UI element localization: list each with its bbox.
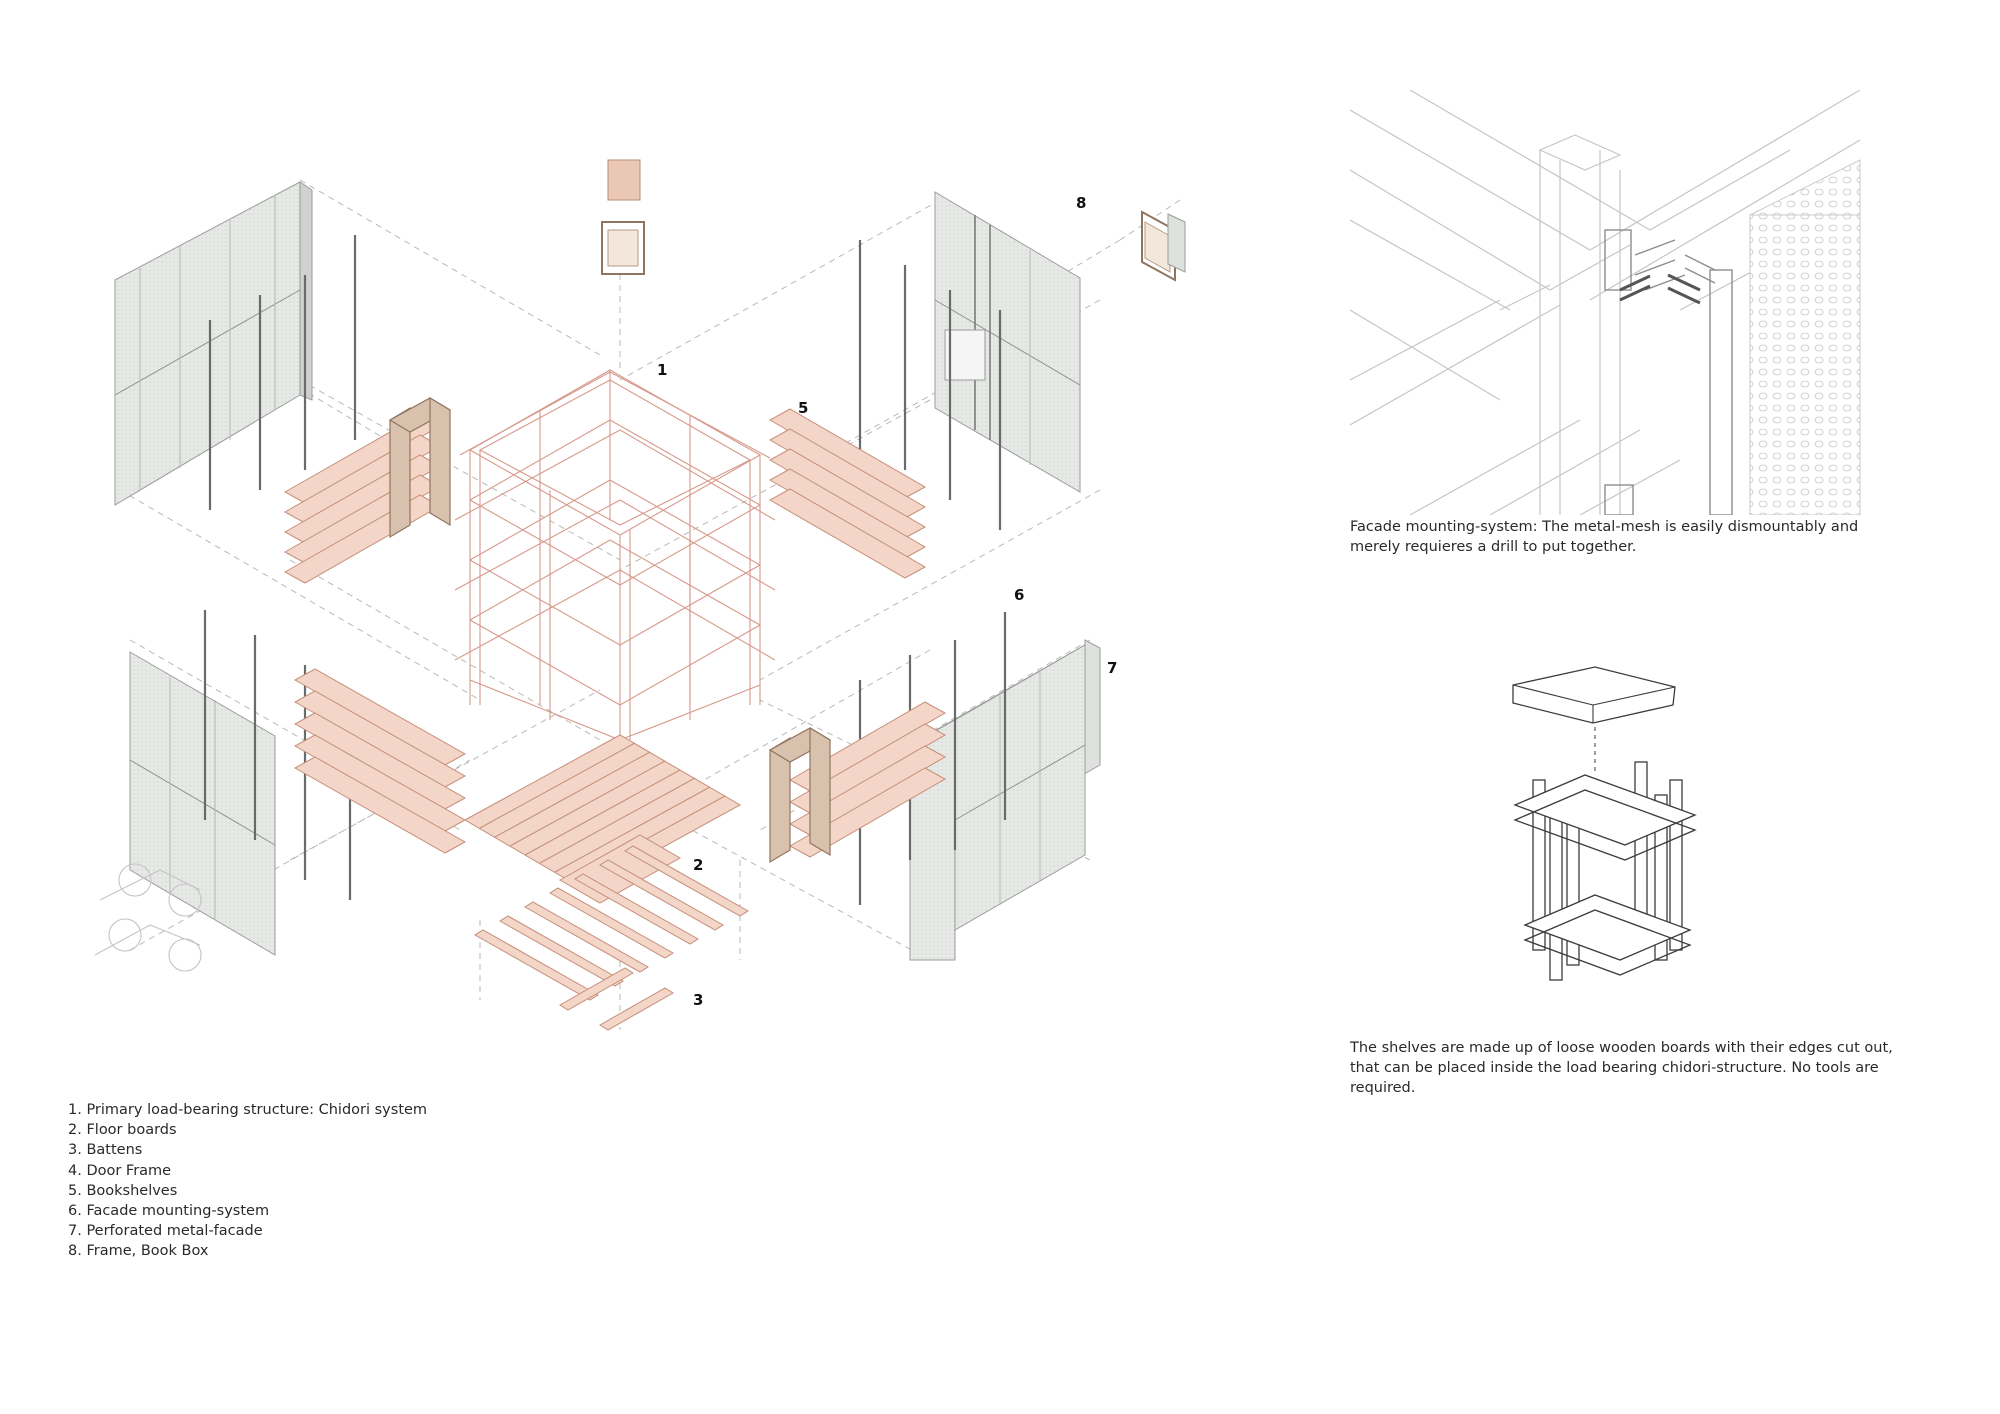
legend-item: 3. Battens — [68, 1142, 143, 1159]
bookshelves-top-right — [768, 408, 927, 579]
facade-panel-bottom-left — [129, 651, 276, 956]
shelves-caption: The shelves are made up of loose wooden … — [1350, 1040, 1893, 1096]
book-box-frame-8 — [1141, 210, 1186, 282]
legend-item: 6. Facade mounting-system — [68, 1203, 270, 1220]
legend-item: 1. Primary load-bearing structure: Chido… — [68, 1102, 428, 1118]
part-number-8: 8 — [1076, 194, 1086, 212]
bookshelves-top-left — [283, 414, 442, 584]
bicycles-sketch — [94, 863, 202, 972]
part-numbers: 1 2 3 5 6 7 8 — [657, 194, 1117, 1009]
mounting-rods-top-left — [208, 235, 357, 510]
door-frame-top-left — [388, 396, 452, 539]
legend-item: 5. Bookshelves — [68, 1182, 178, 1199]
part-number-3: 3 — [693, 991, 703, 1009]
legend-item: 7. Perforated metal-facade — [68, 1223, 263, 1240]
floor-boards — [463, 734, 742, 904]
battens — [474, 845, 749, 1031]
facade-mounting-detail-drawing — [1350, 90, 1861, 515]
part-number-7: 7 — [1107, 659, 1117, 677]
bookshelves-bottom-left — [293, 668, 467, 854]
legend-item: 8. Frame, Book Box — [68, 1243, 209, 1260]
facade-panel-top-left — [114, 181, 313, 506]
part-number-5: 5 — [798, 399, 808, 417]
part-number-2: 2 — [693, 856, 703, 874]
legend-item: 2. Floor boards — [68, 1122, 177, 1139]
exploded-axonometric-drawing: 1 2 3 5 6 7 8 — [94, 159, 1186, 1031]
chidori-structure — [454, 369, 776, 741]
facade-panel-top-right — [934, 191, 1081, 493]
door-frame-bottom-right — [768, 726, 832, 864]
legend: 1. Primary load-bearing structure: Chido… — [68, 1100, 427, 1262]
mounting-rods-top-right — [858, 240, 1002, 530]
book-box-top — [601, 159, 645, 275]
facade-panel-bottom-right — [908, 639, 1101, 961]
facade-mounting-caption: Facade mounting-system: The metal-mesh i… — [1350, 519, 1859, 555]
legend-item: 4. Door Frame — [68, 1162, 172, 1179]
shelf-chidori-detail-drawing — [1512, 666, 1697, 981]
part-number-1: 1 — [657, 361, 667, 379]
part-number-6: 6 — [1014, 586, 1024, 604]
